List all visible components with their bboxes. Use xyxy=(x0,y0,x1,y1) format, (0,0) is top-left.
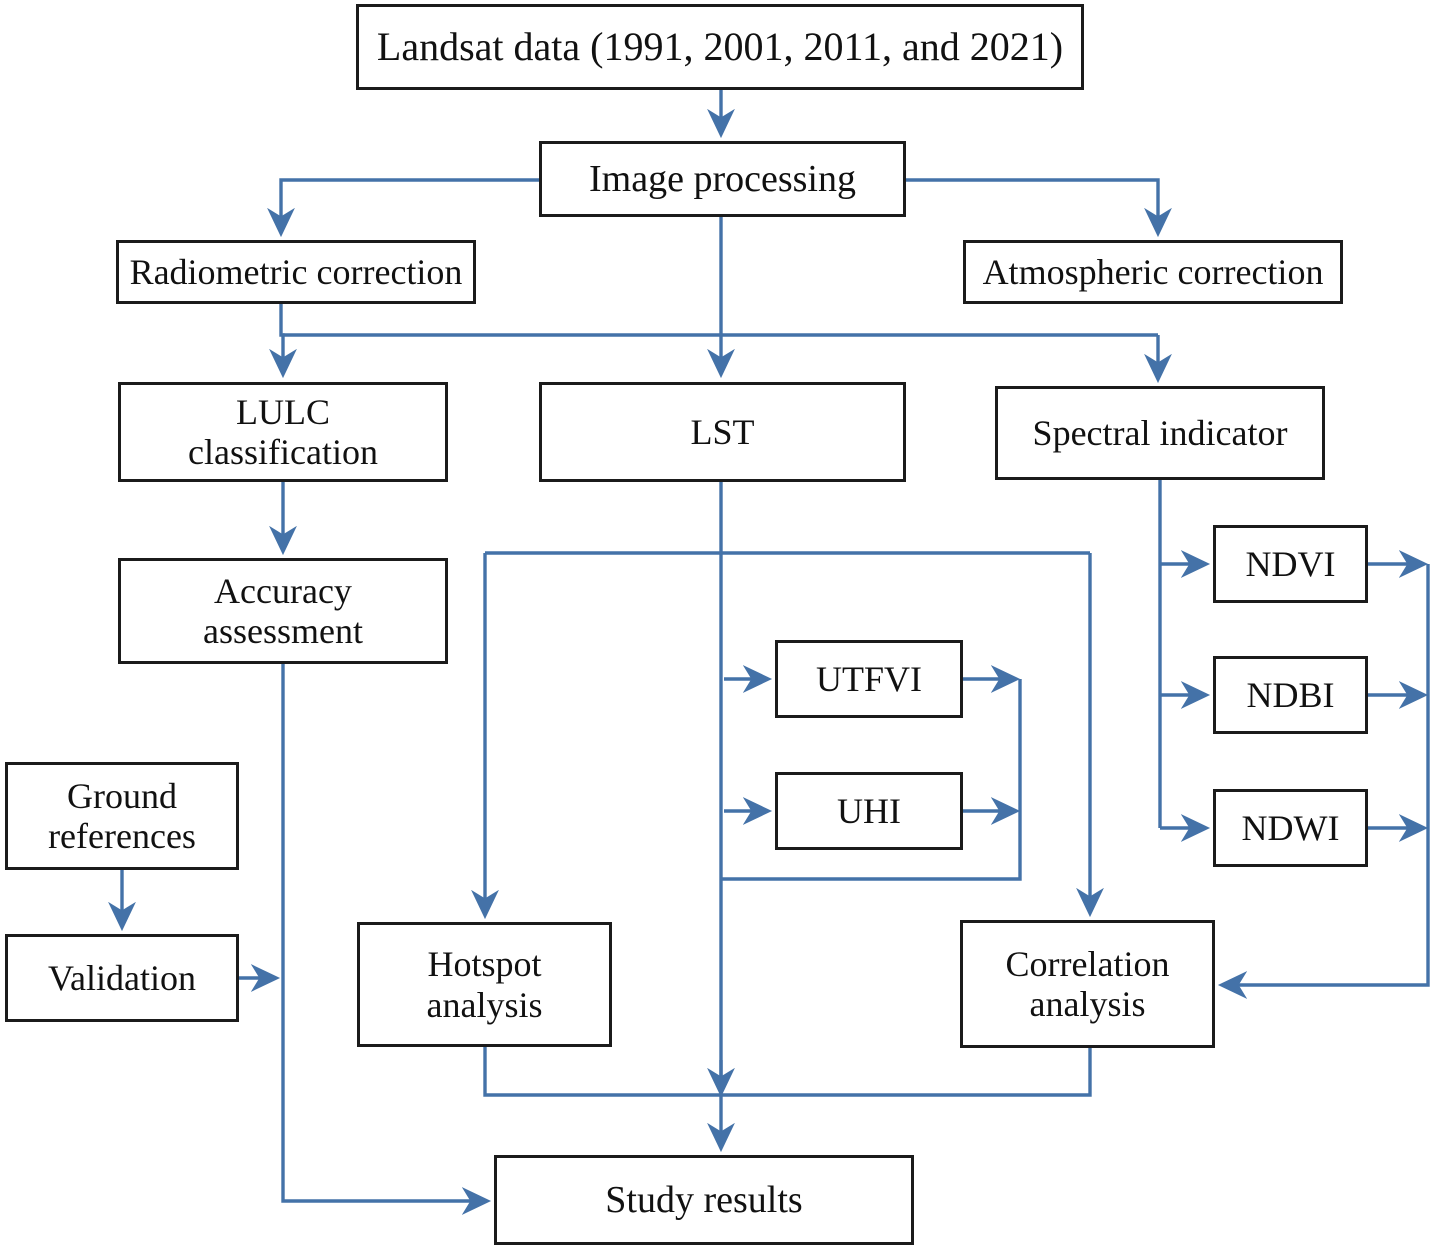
node-label: LULC classification xyxy=(188,391,378,472)
node-label: LST xyxy=(690,411,755,452)
node-atmospheric-correction[interactable]: Atmospheric correction xyxy=(963,240,1343,304)
edge-accuracy-to-study-results xyxy=(281,664,492,1215)
node-ndbi[interactable]: NDBI xyxy=(1213,656,1368,734)
node-uhi[interactable]: UHI xyxy=(775,772,963,850)
node-label: Hotspot analysis xyxy=(426,944,543,1025)
node-label: Image processing xyxy=(589,157,856,200)
node-validation[interactable]: Validation xyxy=(5,934,239,1022)
node-correlation-analysis[interactable]: Correlation analysis xyxy=(960,920,1215,1048)
edge-image-processing-to-atmospheric xyxy=(906,178,1172,238)
node-hotspot-analysis[interactable]: Hotspot analysis xyxy=(357,922,612,1047)
node-lulc-classification[interactable]: LULC classification xyxy=(118,382,448,482)
edge-collector-to-study-results xyxy=(721,679,1022,881)
node-label: UHI xyxy=(837,790,901,831)
node-lst[interactable]: LST xyxy=(539,382,906,482)
node-label: Study results xyxy=(605,1178,803,1221)
node-accuracy-assessment[interactable]: Accuracy assessment xyxy=(118,558,448,664)
node-label: NDBI xyxy=(1246,674,1335,715)
node-label: Ground references xyxy=(48,775,196,856)
node-label: Spectral indicator xyxy=(1032,412,1288,453)
node-label: Accuracy assessment xyxy=(203,570,363,651)
node-label: NDVI xyxy=(1245,543,1336,584)
node-ndvi[interactable]: NDVI xyxy=(1213,525,1368,603)
node-ndwi[interactable]: NDWI xyxy=(1213,789,1368,867)
node-label: Validation xyxy=(48,957,196,998)
node-label: NDWI xyxy=(1241,807,1340,848)
node-landsat-data[interactable]: Landsat data (1991, 2001, 2011, and 2021… xyxy=(356,4,1084,90)
edge-hotspot-to-study-results xyxy=(483,1047,721,1097)
node-label: Correlation analysis xyxy=(1005,943,1170,1024)
node-ground-references[interactable]: Ground references xyxy=(5,762,239,870)
edge-image-processing-to-radiometric xyxy=(267,178,539,238)
node-label: Radiometric correction xyxy=(129,251,463,292)
node-label: Landsat data (1991, 2001, 2011, and 2021… xyxy=(376,23,1064,69)
node-study-results[interactable]: Study results xyxy=(494,1155,914,1245)
node-spectral-indicator[interactable]: Spectral indicator xyxy=(995,386,1325,480)
edge-correlation-to-study-results xyxy=(721,1048,1092,1097)
node-image-processing[interactable]: Image processing xyxy=(539,141,906,217)
node-label: UTFVI xyxy=(816,658,922,699)
node-radiometric-correction[interactable]: Radiometric correction xyxy=(116,240,476,304)
edge-radiometric-to-lulc xyxy=(269,304,297,379)
edge-right-collector-to-correlation xyxy=(1217,564,1430,999)
node-utfvi[interactable]: UTFVI xyxy=(775,640,963,718)
node-label: Atmospheric correction xyxy=(982,251,1324,292)
